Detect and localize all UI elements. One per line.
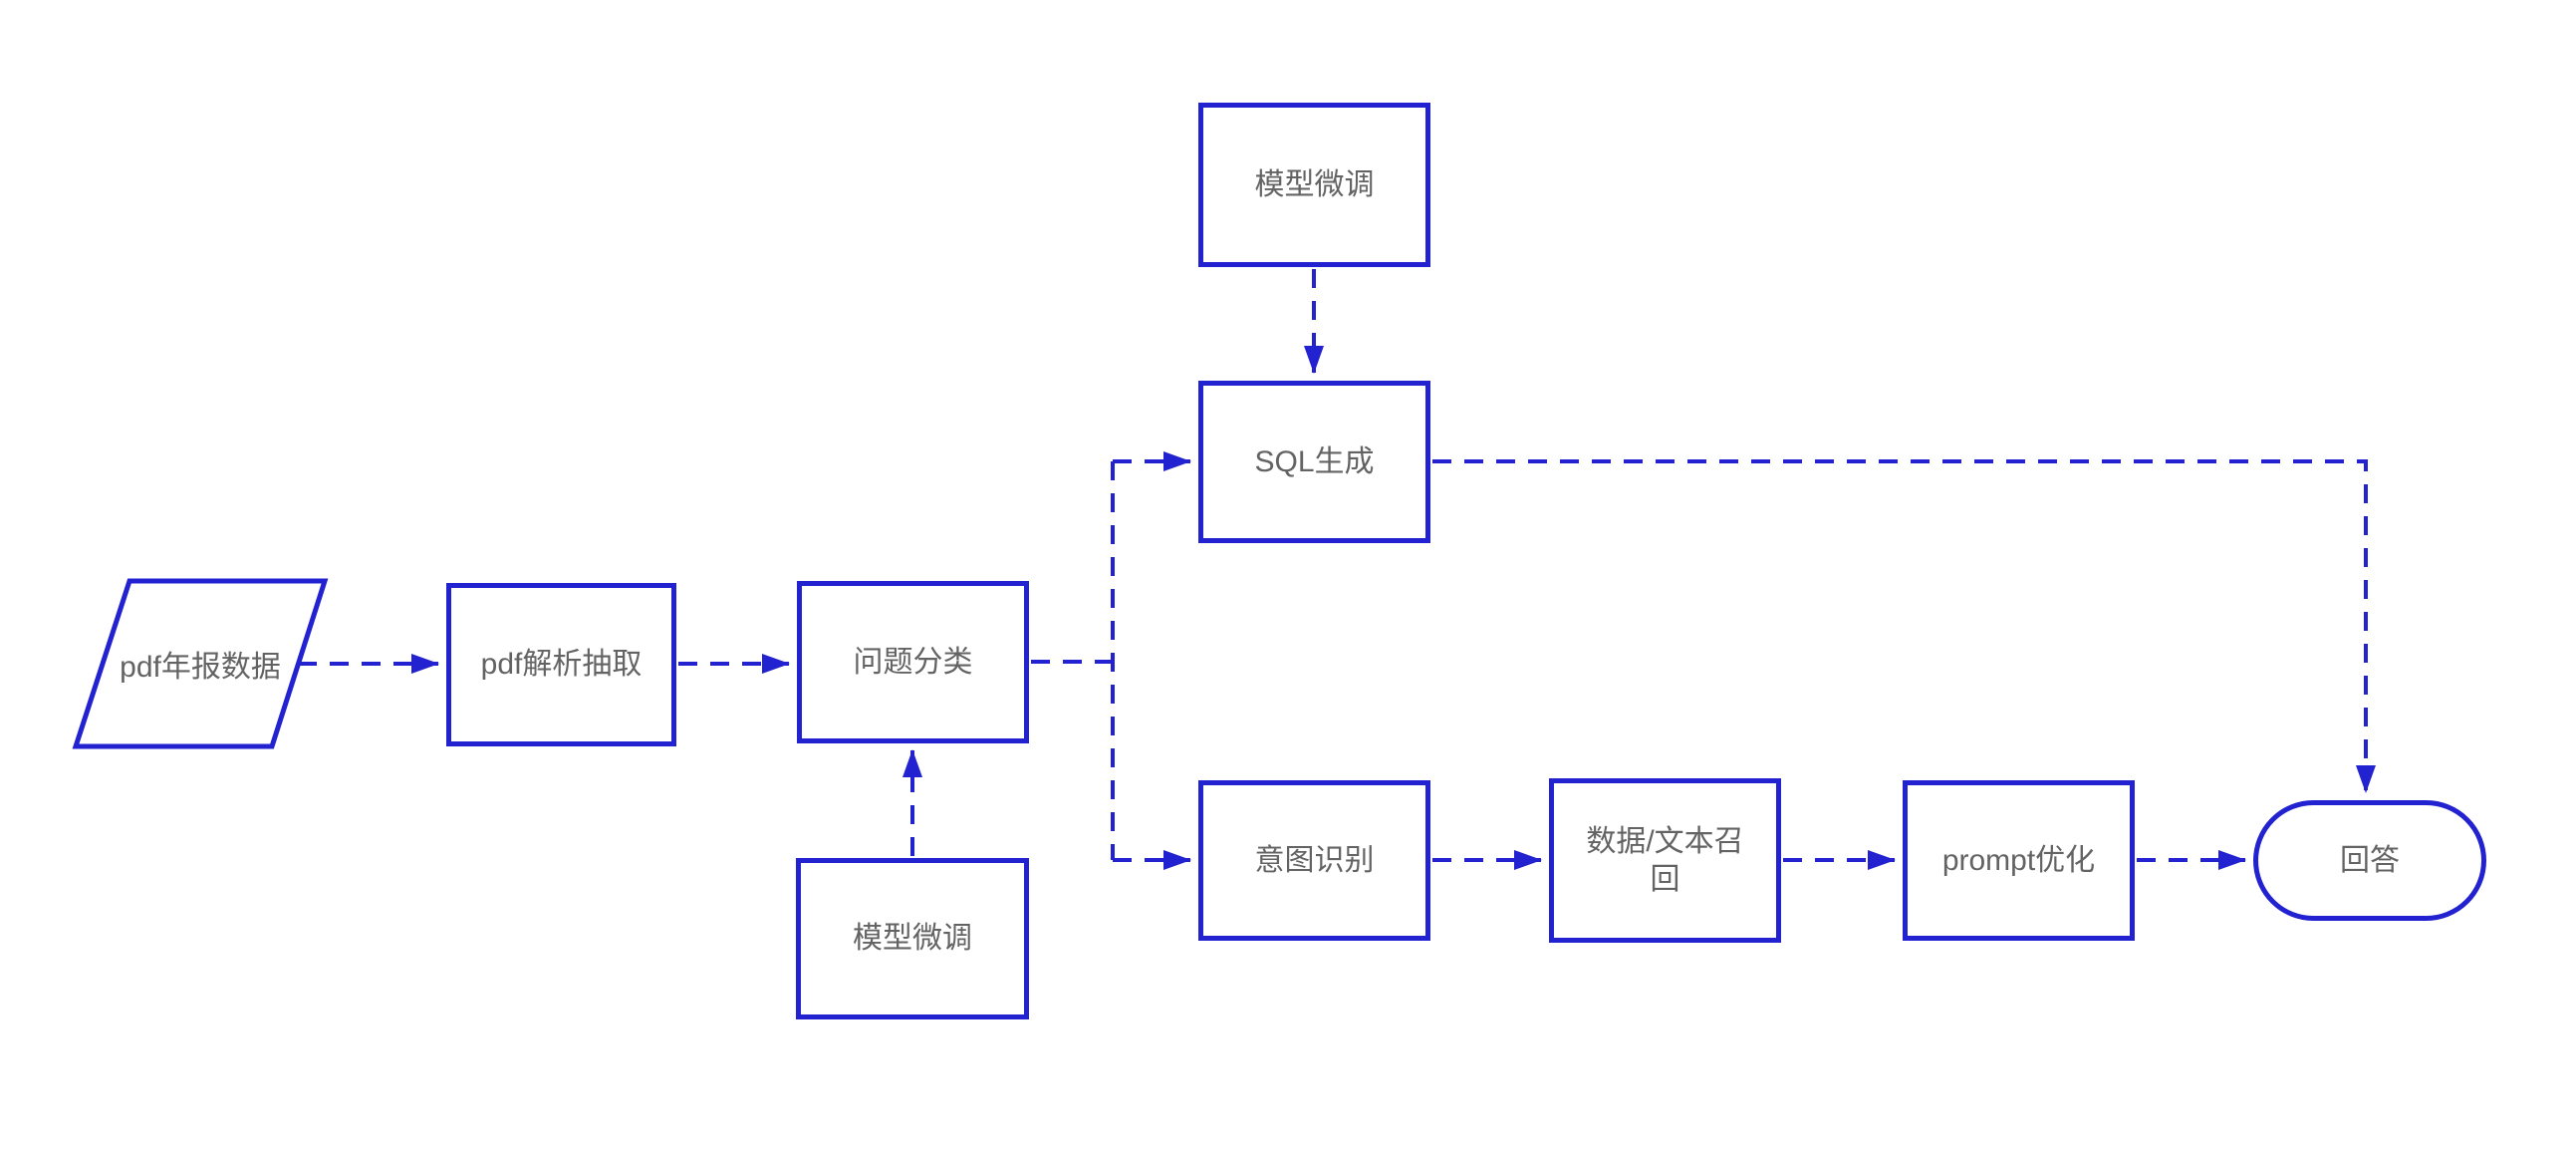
node-finetune-bottom: 模型微调 — [796, 858, 1029, 1019]
node-answer-label: 回答 — [2340, 843, 2400, 877]
node-sql-gen: SQL生成 — [1198, 381, 1430, 543]
node-prompt-opt-label: prompt优化 — [1941, 843, 2096, 877]
node-sql-gen-label: SQL生成 — [1254, 444, 1375, 478]
node-classify-label: 问题分类 — [853, 645, 973, 679]
node-pdf-data: pdf年报数据 — [76, 581, 325, 746]
node-pdf-data-label: pdf年报数据 — [120, 651, 281, 684]
node-finetune-top: 模型微调 — [1198, 103, 1430, 267]
node-recall-label: 数据/文本召回 — [1586, 825, 1744, 896]
node-classify: 问题分类 — [797, 581, 1029, 743]
node-prompt-opt: prompt优化 — [1903, 780, 2135, 941]
node-finetune-top-label: 模型微调 — [1254, 167, 1375, 201]
node-answer: 回答 — [2253, 800, 2486, 921]
node-intent-label: 意图识别 — [1254, 843, 1375, 877]
node-intent: 意图识别 — [1198, 780, 1430, 941]
node-pdf-parse-label: pdf解析抽取 — [480, 648, 643, 682]
node-recall: 数据/文本召回 — [1549, 778, 1781, 943]
node-finetune-bottom-label: 模型微调 — [853, 922, 972, 956]
pdf-data-parallelogram — [72, 578, 329, 749]
edge-sqlgen-to-answer — [1432, 459, 2376, 793]
node-pdf-parse: pdf解析抽取 — [446, 583, 676, 746]
